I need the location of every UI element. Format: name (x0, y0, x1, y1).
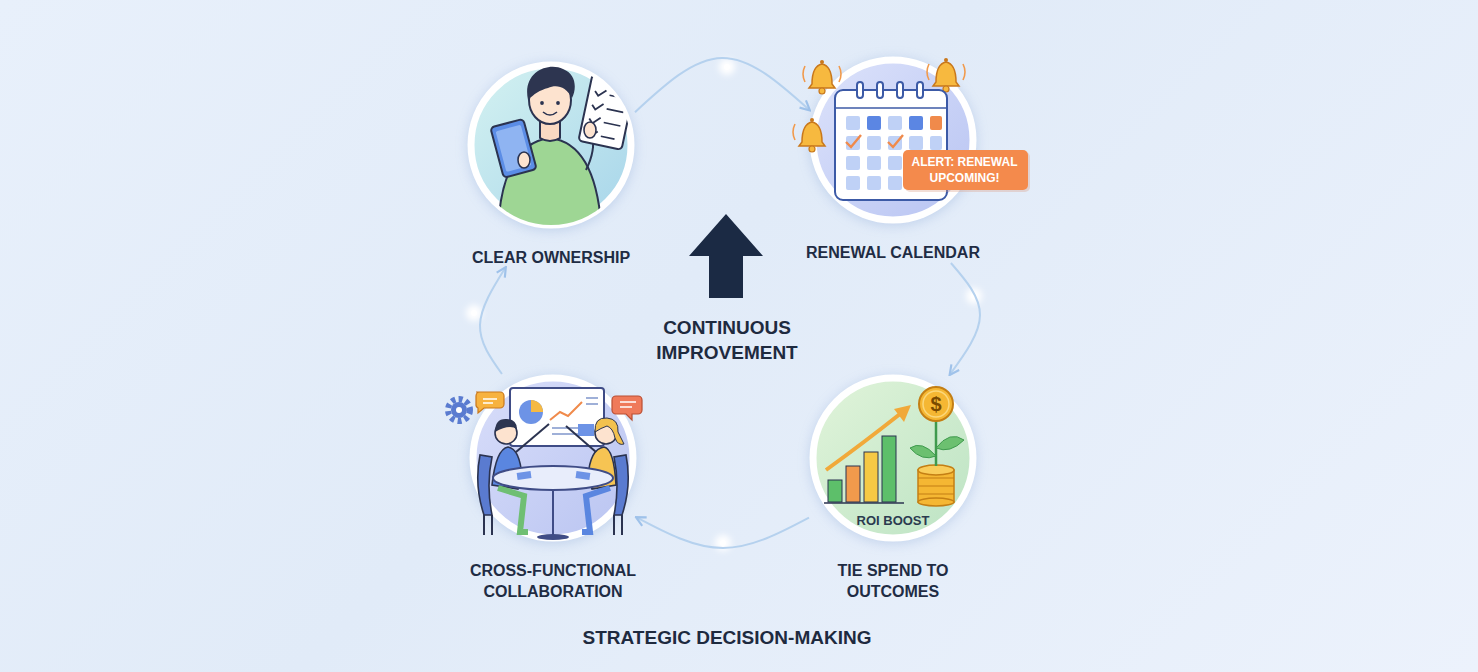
step-label: CLEAR OWNERSHIP (437, 247, 665, 268)
center-arrow (689, 214, 763, 298)
roi-text: ROI BOOST (843, 512, 943, 530)
step-circle (471, 65, 631, 225)
step-circle (813, 60, 973, 220)
step-label: CROSS-FUNCTIONAL COLLABORATION (439, 560, 667, 602)
glow-dots (466, 59, 982, 551)
glow-dots-part (966, 288, 982, 304)
calendar-illustration-part (944, 58, 948, 62)
collaboration-illustration-part (620, 402, 636, 407)
glow-dots-part (720, 540, 726, 546)
cycle-connector (950, 263, 980, 374)
collaboration-illustration-part (456, 407, 462, 413)
alert-text: ALERT: RENEWAL UPCOMING! (904, 154, 1025, 186)
step-label: TIE SPEND TO OUTCOMES (818, 560, 968, 602)
center-arrow-part (689, 214, 763, 298)
cycle-connector (637, 518, 809, 548)
glow-dots-part (471, 310, 477, 316)
glow-dots-part (724, 64, 730, 70)
collaboration-illustration-part (614, 515, 622, 535)
step-label: RENEWAL CALENDAR (779, 242, 1007, 263)
glow-dots-part (466, 305, 482, 321)
caption-text: STRATEGIC DECISION-MAKING (527, 626, 927, 650)
step-circle (473, 378, 633, 538)
center-label: CONTINUOUS IMPROVEMENT (627, 315, 827, 365)
collaboration-illustration-part (484, 515, 492, 535)
calendar-illustration-part (820, 60, 824, 64)
calendar-illustration-part (803, 66, 841, 82)
circle-outline (467, 61, 635, 268)
calendar-illustration-part (793, 124, 795, 140)
coin-symbol: $ (924, 392, 948, 416)
step-node: CLEAR OWNERSHIP (467, 61, 635, 268)
cycle-connector (635, 58, 809, 112)
collaboration-illustration-part (456, 404, 457, 405)
step-node: TIE SPEND TO OUTCOMES (809, 374, 977, 602)
step-circle (813, 378, 973, 538)
glow-dots-part (719, 59, 735, 75)
cycle-connector (480, 268, 505, 374)
collaboration-illustration-part (451, 402, 467, 418)
collaboration-illustration-part (448, 399, 470, 421)
step-node: CROSS-FUNCTIONAL COLLABORATION (469, 374, 637, 602)
